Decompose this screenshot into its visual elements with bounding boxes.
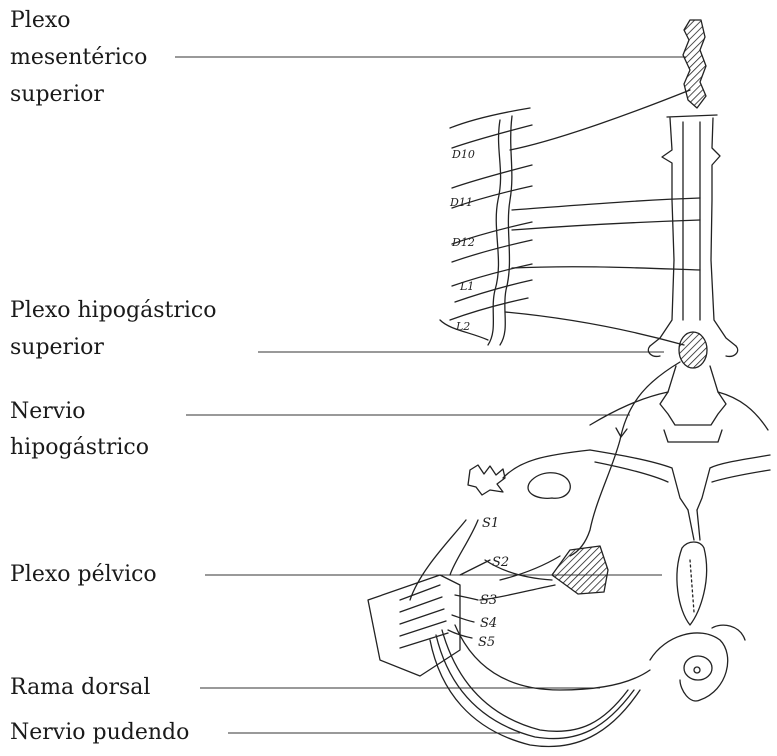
ovary-right [528, 473, 570, 499]
pudendal-curve-3 [442, 630, 628, 731]
sacrum-fibers [400, 585, 448, 648]
mark-s4: S4 [480, 616, 497, 631]
ovary-left [468, 465, 505, 495]
mark-s1: S1 [482, 516, 499, 531]
mark-l1: L1 [459, 280, 474, 293]
pudendal-curve-1 [430, 640, 640, 747]
spinal-segments [440, 108, 532, 345]
mesenteric-plexus-shape [683, 20, 706, 108]
mark-s3: S3 [480, 593, 497, 608]
mark-d10: D10 [451, 148, 475, 161]
mark-l2: L2 [455, 320, 470, 333]
mark-d11: D11 [449, 196, 473, 209]
hypogastric-nerve-path [570, 362, 680, 556]
pelvic-plexus-shape [552, 546, 608, 594]
mark-s2: S2 [492, 555, 509, 570]
mark-s5: S5 [478, 635, 495, 650]
mark-d12: D12 [451, 236, 475, 249]
fallopian-tube [503, 450, 590, 478]
